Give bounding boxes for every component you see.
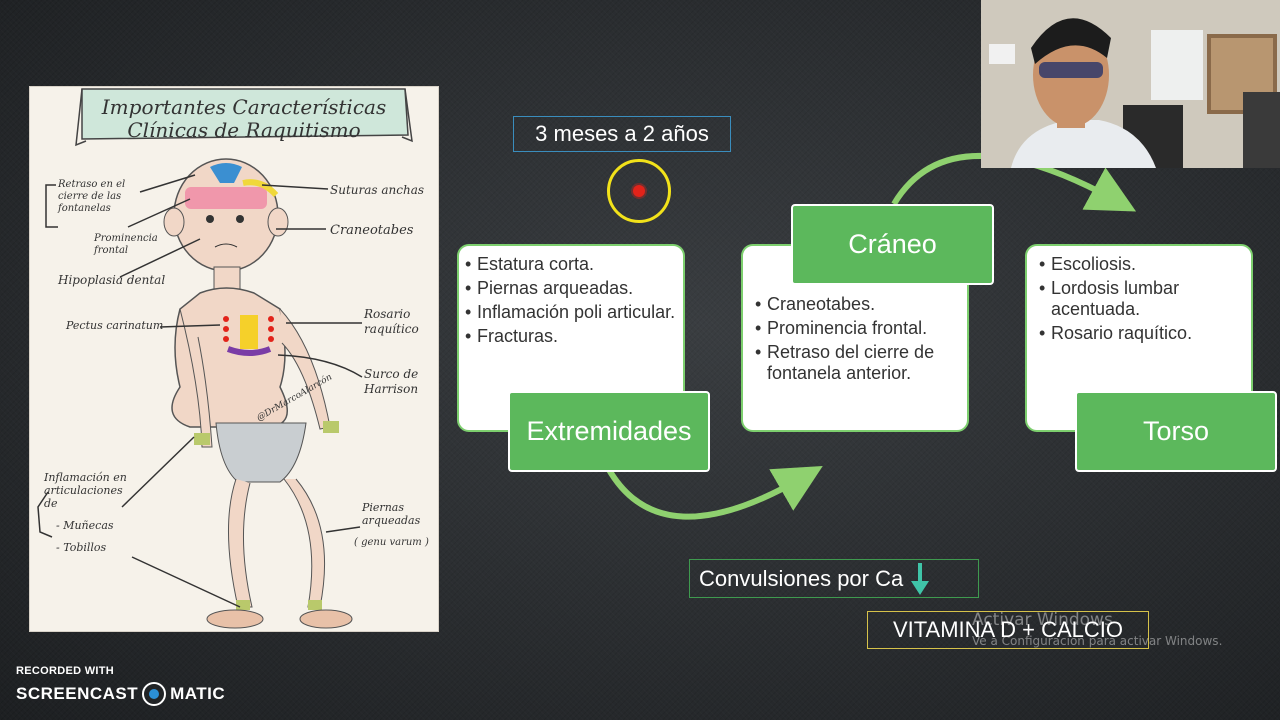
label-prominencia: Prominencia frontal (94, 233, 158, 256)
arrow-bottom (605, 466, 823, 520)
cycle-arrows (605, 153, 1137, 520)
list-item: Fracturas. (465, 326, 677, 347)
list-item: Piernas arqueadas. (465, 278, 677, 299)
recorder-logo: SCREENCAST MATIC (16, 682, 225, 706)
label-rosario: Rosario raquítico (364, 307, 419, 336)
recorder-brand-right: MATIC (170, 684, 226, 703)
windows-watermark-subtitle: Ve a Configuración para activar Windows. (972, 634, 1223, 648)
label-inflamacion: Inflamación en articulaciones de (44, 471, 127, 510)
craneo-list: Craneotabes. Prominencia frontal. Retras… (755, 294, 961, 384)
list-item: Lordosis lumbar acentuada. (1039, 278, 1245, 320)
convulsiones-text: Convulsiones por Ca (699, 565, 904, 591)
webcam-overlay (981, 0, 1280, 168)
arrow-down-icon (911, 562, 930, 595)
label-tobillos: - Tobillos (56, 541, 107, 554)
arrow-top (891, 153, 1137, 212)
age-range-box: 3 meses a 2 años (513, 116, 731, 152)
rickets-illustration: Importantes Características Clínicas de … (29, 86, 439, 632)
webcam-feed (981, 0, 1280, 168)
list-item: Rosario raquítico. (1039, 323, 1245, 344)
list-item: Craneotabes. (755, 294, 961, 315)
record-icon (142, 682, 167, 706)
convulsiones-box: Convulsiones por Ca (689, 559, 979, 598)
label-hipoplasia: Hipoplasia dental (58, 273, 166, 287)
vitamina-box: VITAMINA D + CALCIO (867, 611, 1149, 649)
label-retraso: Retraso en el cierre de las fontanelas (58, 179, 126, 214)
label-piernas: Piernas arqueadas (362, 501, 421, 527)
extremidades-list: Estatura corta. Piernas arqueadas. Infla… (465, 254, 677, 347)
label-genu: ( genu varum ) (354, 537, 429, 548)
label-craneo: Cráneo (791, 204, 994, 285)
label-extremidades: Extremidades (508, 391, 710, 472)
illustration-title-line1: Importantes Características (101, 95, 387, 119)
windows-watermark-title: Activar Windows (972, 610, 1113, 630)
recorder-caption: RECORDED WITH (16, 665, 115, 677)
cursor-highlight-ring (607, 159, 671, 223)
cursor-dot-icon (633, 185, 645, 197)
list-item: Escoliosis. (1039, 254, 1245, 275)
label-munecas: - Muñecas (56, 519, 114, 532)
label-torso: Torso (1075, 391, 1277, 472)
list-item: Inflamación poli articular. (465, 302, 677, 323)
list-item: Estatura corta. (465, 254, 677, 275)
illustration-drawing (37, 88, 413, 629)
label-pectus: Pectus carinatum (66, 319, 164, 332)
list-item: Retraso del cierre de fontanela anterior… (755, 342, 961, 384)
illustration-title-line2: Clínicas de Raquitismo (127, 118, 361, 142)
list-item: Prominencia frontal. (755, 318, 961, 339)
label-surco: Surco de Harrison (364, 367, 419, 396)
torso-list: Escoliosis. Lordosis lumbar acentuada. R… (1039, 254, 1245, 344)
recorder-brand-left: SCREENCAST (16, 684, 139, 703)
label-craneotabes: Craneotabes (330, 223, 414, 238)
label-suturas: Suturas anchas (330, 183, 425, 197)
